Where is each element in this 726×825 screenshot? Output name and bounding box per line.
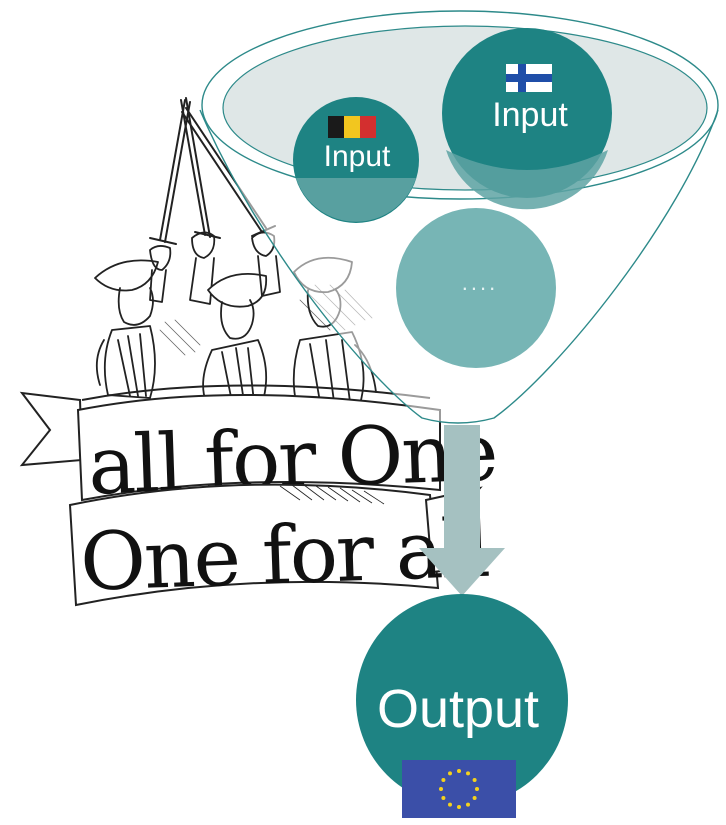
eu-star <box>475 787 479 791</box>
eu-star <box>466 771 470 776</box>
banner-bottom-text: One for all <box>79 502 491 609</box>
input-circle-finland <box>442 28 612 198</box>
down-arrow <box>419 425 505 596</box>
banner-twist-hatch <box>279 484 385 505</box>
input-label-belgium: Input <box>323 140 391 173</box>
eu-star <box>466 802 470 807</box>
finland-flag-icon <box>506 64 552 92</box>
eu-star <box>439 787 443 791</box>
eu-star <box>457 769 461 773</box>
eu-flag-icon <box>402 760 516 818</box>
output-circle <box>356 594 568 806</box>
more-inputs-label: .... <box>461 270 499 295</box>
eu-star <box>441 778 446 782</box>
funnel-mouth-outer <box>201 10 719 200</box>
input-label-finland: Input <box>492 96 568 134</box>
eu-star <box>448 802 452 807</box>
eu-star <box>448 771 452 776</box>
banner-bottom-ribbon <box>68 483 440 607</box>
input-circle-finland-lower <box>446 150 608 210</box>
input-circle-belgium-lower <box>296 178 416 222</box>
eu-star <box>472 796 477 800</box>
musketeer-middle <box>189 231 268 405</box>
more-inputs-circle <box>396 208 556 368</box>
banner-top-ribbon <box>76 394 441 502</box>
belgium-flag-icon <box>328 116 376 138</box>
eu-star <box>441 796 446 800</box>
banner-top <box>19 384 441 502</box>
eu-star <box>472 778 477 782</box>
musketeer-left <box>94 245 172 399</box>
eu-stars <box>439 769 479 809</box>
output-label: Output <box>376 679 540 739</box>
eu-star <box>457 805 461 809</box>
banner-top-tail <box>19 391 84 467</box>
